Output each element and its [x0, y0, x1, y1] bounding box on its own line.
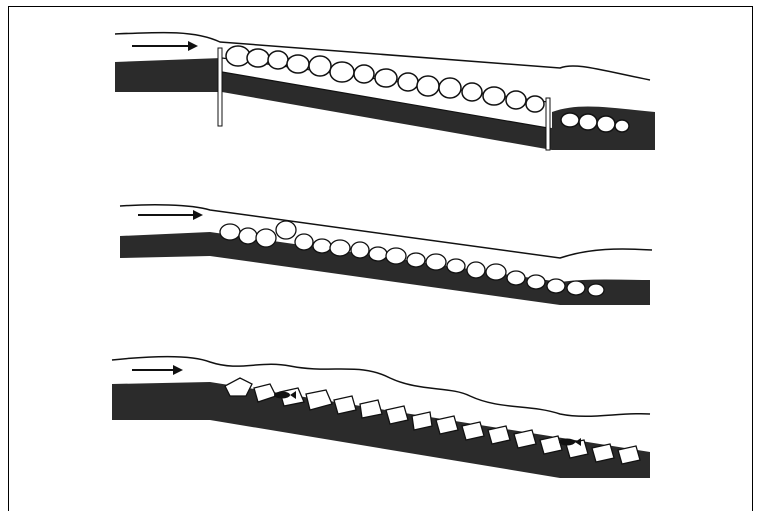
flow-arrow: [132, 365, 183, 375]
river-bed: [112, 382, 650, 478]
panel-1: [115, 32, 655, 150]
flow-arrow: [132, 41, 198, 51]
post: [218, 48, 222, 126]
post: [546, 98, 550, 150]
panel-2: [120, 205, 652, 305]
panel-3: [112, 357, 650, 479]
flow-arrow: [138, 210, 203, 220]
